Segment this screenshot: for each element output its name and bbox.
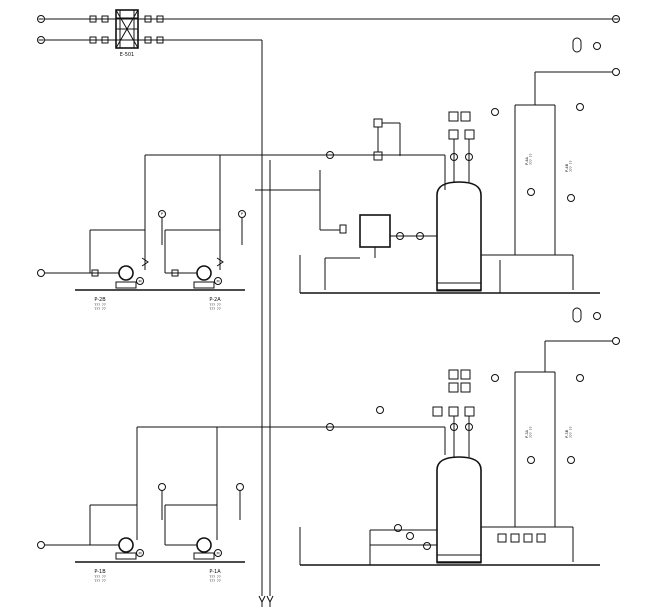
pump-p3a-tag: P-3A (525, 429, 529, 438)
lower-section: M M P-1B ??? ?? ??? ?? P-1A ??? ?? ??? ?… (37, 307, 620, 583)
pump-p2b-tag: P-2B (94, 297, 106, 303)
upper-pump-inlet (37, 269, 45, 277)
upper-instrument-1 (373, 118, 383, 128)
pump-p3a-sub: ??? ?? (529, 426, 533, 438)
pump-p2b-motor (136, 277, 144, 285)
pump-p1b-sub2: ??? ?? (94, 579, 106, 583)
upper-section: M M P P P-2B ??? ?? ??? ?? P-2A ??? ?? ?… (37, 37, 620, 311)
pump-p1b-casing (118, 537, 134, 553)
inlet-connector-1 (37, 15, 45, 23)
pump-p1a-motor-label: M (216, 552, 219, 556)
pump-p2a-sub: ??? ?? (209, 303, 221, 307)
upper-instrument-2 (373, 151, 383, 161)
pump-p2b-casing (118, 265, 134, 281)
upper-header-orifice (326, 151, 334, 159)
pump-p4a-sub: ??? ?? (529, 153, 533, 165)
pump-p3b-tag: P-3B (565, 429, 569, 438)
pump-p1b-tag: P-1B (94, 569, 106, 575)
pump-p2a-sub2: ??? ?? (209, 307, 221, 311)
pump-p2a-motor (214, 277, 222, 285)
pump-p1a-casing (196, 537, 212, 553)
pump-p2b-sub2: ??? ?? (94, 307, 106, 311)
pump-p4b-sub: ??? ?? (569, 160, 573, 172)
pump-p4b-tag: P-4B (565, 163, 569, 172)
pump-p2a-casing (196, 265, 212, 281)
inlet-connector-2 (37, 36, 45, 44)
lower-tank (436, 456, 482, 563)
pump-p2b-sub: ??? ?? (94, 303, 106, 307)
outlet-connector-1 (612, 15, 620, 23)
heat-exchanger-tag: E-501 (120, 52, 135, 58)
upper-gauge-2 (238, 210, 246, 218)
pump-p3b-sub: ??? ?? (569, 426, 573, 438)
pump-p2b-motor-label: M (138, 280, 141, 284)
upper-gauge-1 (158, 210, 166, 218)
upper-tank (436, 181, 482, 291)
lower-tank-instruments (432, 369, 475, 457)
top-valves (89, 15, 164, 44)
pump-p4a-tag: P-4A (525, 156, 529, 165)
upper-gauge-1-label: P (161, 212, 164, 216)
heat-exchanger: E-501 (115, 9, 139, 58)
pump-p1b-sub: ??? ?? (94, 575, 106, 579)
pump-p1a-tag: P-1A (209, 569, 221, 575)
upper-filter-vessel (359, 214, 391, 248)
upper-tank-instruments (448, 111, 475, 182)
pump-p1a-sub: ??? ?? (209, 575, 221, 579)
upper-gauge-2-label: P (241, 212, 244, 216)
top-process-lines (37, 15, 620, 607)
pump-p2a-tag: P-2A (209, 297, 221, 303)
pump-p1a-sub2: ??? ?? (209, 579, 221, 583)
pump-p2a-motor-label: M (216, 280, 219, 284)
pump-p1b-motor-label: M (138, 552, 141, 556)
